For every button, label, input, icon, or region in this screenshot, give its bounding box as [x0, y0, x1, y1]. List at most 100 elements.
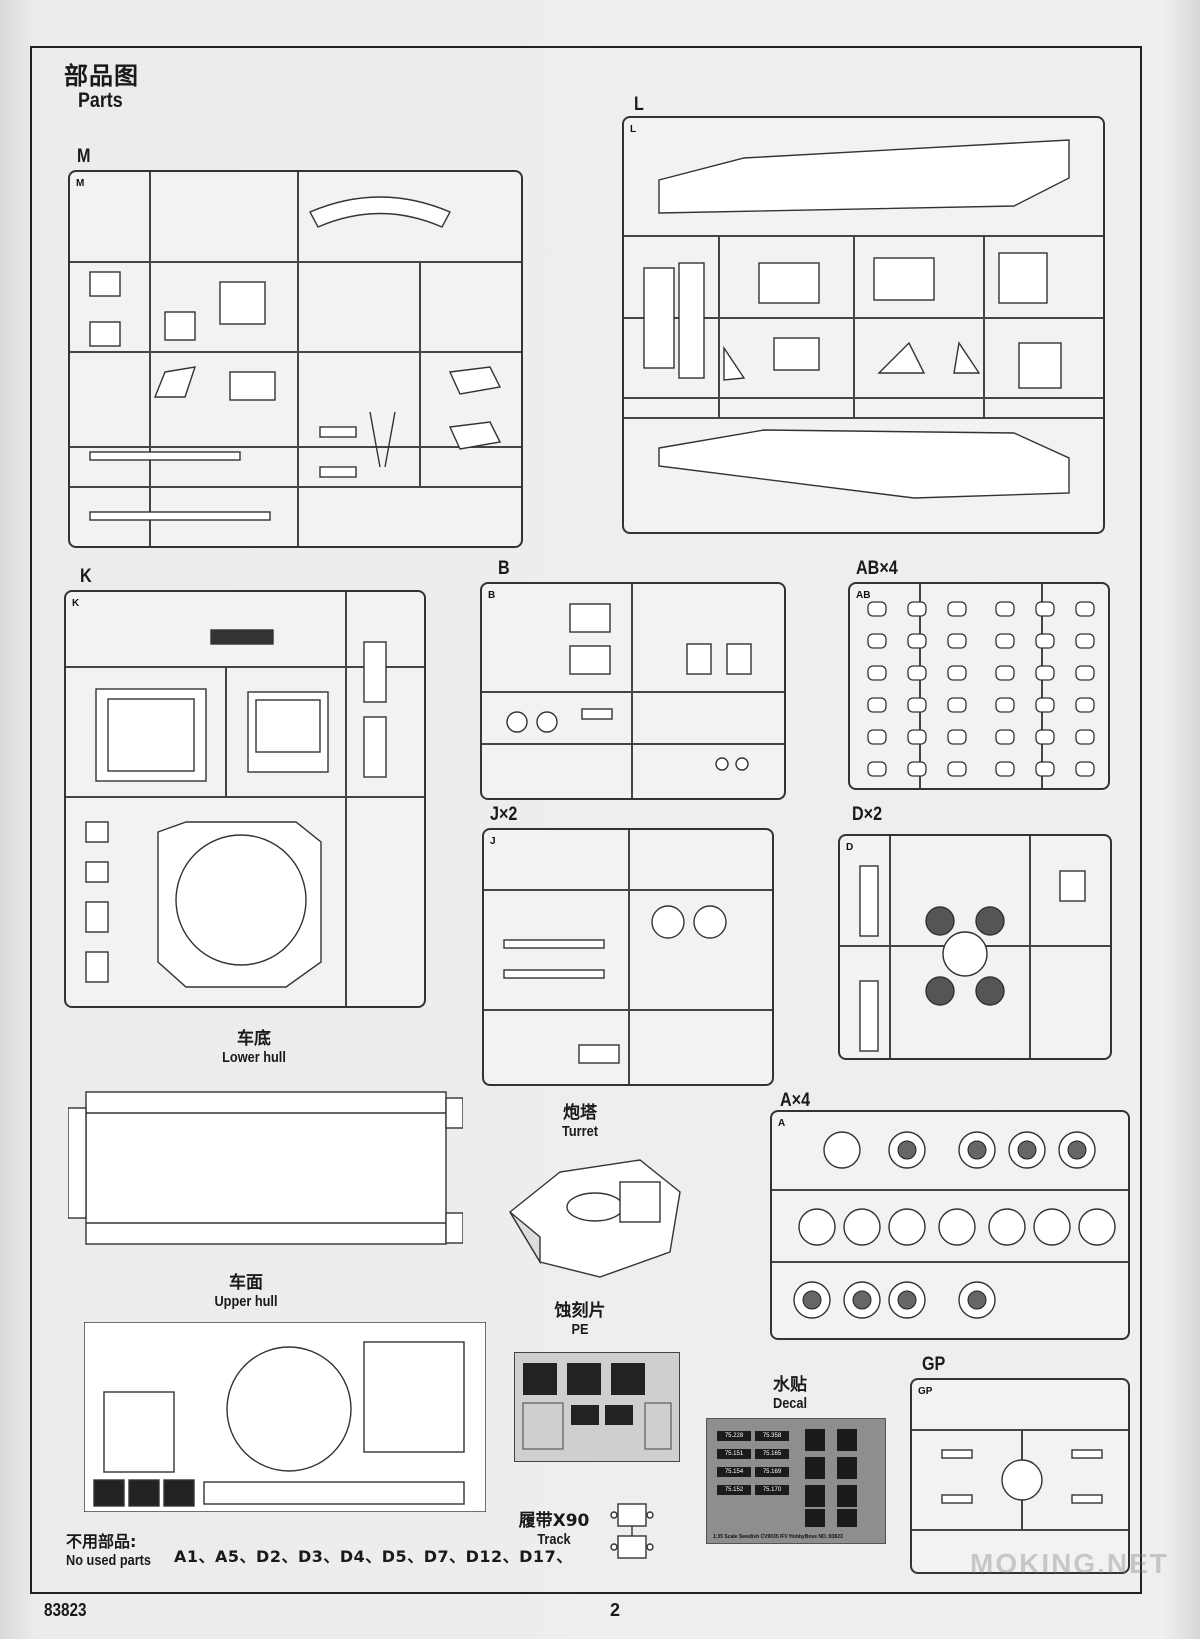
- decal-sheet: 75.228 75.358 75.151 75.165 75.154 75.16…: [706, 1418, 886, 1544]
- sprue-b-drawing: B: [482, 584, 784, 798]
- sprue-b: B: [480, 582, 786, 800]
- track-link-part: [947, 633, 967, 649]
- road-wheel-part: [888, 1208, 926, 1246]
- road-wheel-part: [938, 1208, 976, 1246]
- track-link-part: [907, 633, 927, 649]
- sprue-d: D: [838, 834, 1112, 1060]
- wheel-hub-part: [1067, 1140, 1087, 1160]
- track-link-part: [1075, 761, 1095, 777]
- sprue-label-d: D×2: [852, 804, 883, 825]
- track-link-part: [995, 729, 1015, 745]
- sprue-label-k: K: [80, 566, 92, 587]
- sprue-a: A: [770, 1110, 1130, 1340]
- page-number: 2: [610, 1600, 621, 1620]
- unused-parts-label: 不用部品: No used parts: [66, 1528, 166, 1569]
- track-link-part: [907, 761, 927, 777]
- track-link-part: [995, 697, 1015, 713]
- track-link-part: [867, 729, 887, 745]
- sprue-label-a: A×4: [780, 1090, 811, 1111]
- track-link-part: [1035, 729, 1055, 745]
- track-link-part: [907, 665, 927, 681]
- track-link-part: [1035, 633, 1055, 649]
- lower-hull-label-zh: 车底: [237, 1029, 271, 1049]
- decal-footer: 1:35 Scale Swedish CV9035 IFV HobbyBoss …: [713, 1534, 843, 1540]
- sprue-gp-drawing: GP: [912, 1386, 1128, 1531]
- svg-text:K: K: [72, 598, 80, 609]
- decal-cell: 75.169: [755, 1467, 789, 1477]
- track-link-part: [867, 697, 887, 713]
- decal-cell: 75.358: [755, 1431, 789, 1441]
- sprue-label-m: M: [77, 146, 91, 167]
- track-link-part: [867, 665, 887, 681]
- decal-cell: 75.228: [717, 1431, 751, 1441]
- sprue-a-drawing: A: [772, 1118, 1128, 1319]
- track-link-part: [1075, 665, 1095, 681]
- track-link-part: [907, 729, 927, 745]
- turret-svg: [509, 1159, 681, 1278]
- wheel-hub-part: [802, 1290, 822, 1310]
- track-link-part: [995, 601, 1015, 617]
- page-frame: [30, 46, 1142, 1594]
- sprue-l-drawing: L: [624, 124, 1103, 499]
- svg-text:J: J: [490, 836, 496, 847]
- wheel-hub-part: [967, 1290, 987, 1310]
- track-link-part: [1035, 665, 1055, 681]
- track-link-part: [867, 633, 887, 649]
- sprue-m: M: [68, 170, 523, 548]
- upper-hull-drawing: [83, 1321, 487, 1513]
- sprue-ab: AB: [848, 582, 1110, 790]
- sprue-label-j: J×2: [490, 804, 518, 825]
- sprue-gp: GP: [910, 1378, 1130, 1574]
- lower-hull-svg: [67, 1091, 464, 1245]
- unused-parts-list: A1、A5、D2、D3、D4、D5、D7、D12、D17、: [174, 1547, 573, 1566]
- turret-label-zh: 炮塔: [563, 1103, 597, 1123]
- svg-text:B: B: [488, 590, 495, 601]
- track-link-part: [1075, 633, 1095, 649]
- pe-fret: [514, 1352, 680, 1462]
- sprue-label-ab: AB×4: [856, 558, 898, 579]
- decal-label-zh: 水贴: [773, 1375, 807, 1395]
- track-link-part: [1035, 697, 1055, 713]
- track-link-part: [907, 697, 927, 713]
- upper-hull-label-zh: 车面: [229, 1273, 263, 1293]
- track-link-part: [995, 633, 1015, 649]
- sprue-j: J: [482, 828, 774, 1086]
- parts-title-zh: 部品图: [64, 62, 139, 90]
- decal-label-en: Decal: [772, 1395, 808, 1412]
- decal-cell: 75.170: [755, 1485, 789, 1495]
- wheel-hub-part: [897, 1140, 917, 1160]
- track-link-part: [1075, 697, 1095, 713]
- unused-parts-en: No used parts: [66, 1552, 152, 1569]
- parts-header: 部品图 Parts: [64, 56, 139, 113]
- track-link-part: [1075, 729, 1095, 745]
- svg-text:A: A: [778, 1118, 785, 1129]
- track-link-part: [1035, 601, 1055, 617]
- sprue-k-drawing: K: [66, 592, 424, 1006]
- product-code: 83823: [44, 1600, 87, 1620]
- sprue-label-b: B: [498, 558, 510, 579]
- road-wheel-part: [1078, 1208, 1116, 1246]
- wheel-hub-part: [852, 1290, 872, 1310]
- upper-hull-svg: [83, 1321, 487, 1513]
- svg-text:AB: AB: [856, 590, 870, 601]
- track-link-part: [867, 601, 887, 617]
- road-wheel-part: [823, 1131, 861, 1169]
- track-link-part: [947, 697, 967, 713]
- lower-hull-drawing: [67, 1078, 464, 1260]
- svg-text:M: M: [76, 178, 84, 189]
- road-wheel-part: [988, 1208, 1026, 1246]
- track-link-part: [1075, 601, 1095, 617]
- track-svg: [610, 1503, 654, 1559]
- upper-hull-caption: 车面 Upper hull: [166, 1268, 326, 1310]
- svg-text:GP: GP: [918, 1386, 933, 1397]
- turret-caption: 炮塔 Turret: [500, 1098, 660, 1140]
- pe-caption: 蚀刻片 PE: [500, 1296, 660, 1338]
- pe-svg: [522, 1363, 672, 1450]
- road-wheel-part: [1033, 1208, 1071, 1246]
- wheel-hub-part: [967, 1140, 987, 1160]
- road-wheel-part: [798, 1208, 836, 1246]
- decal-cell: 75.154: [717, 1467, 751, 1477]
- lower-hull-caption: 车底 Lower hull: [174, 1024, 334, 1066]
- sprue-j-drawing: J: [484, 830, 772, 1084]
